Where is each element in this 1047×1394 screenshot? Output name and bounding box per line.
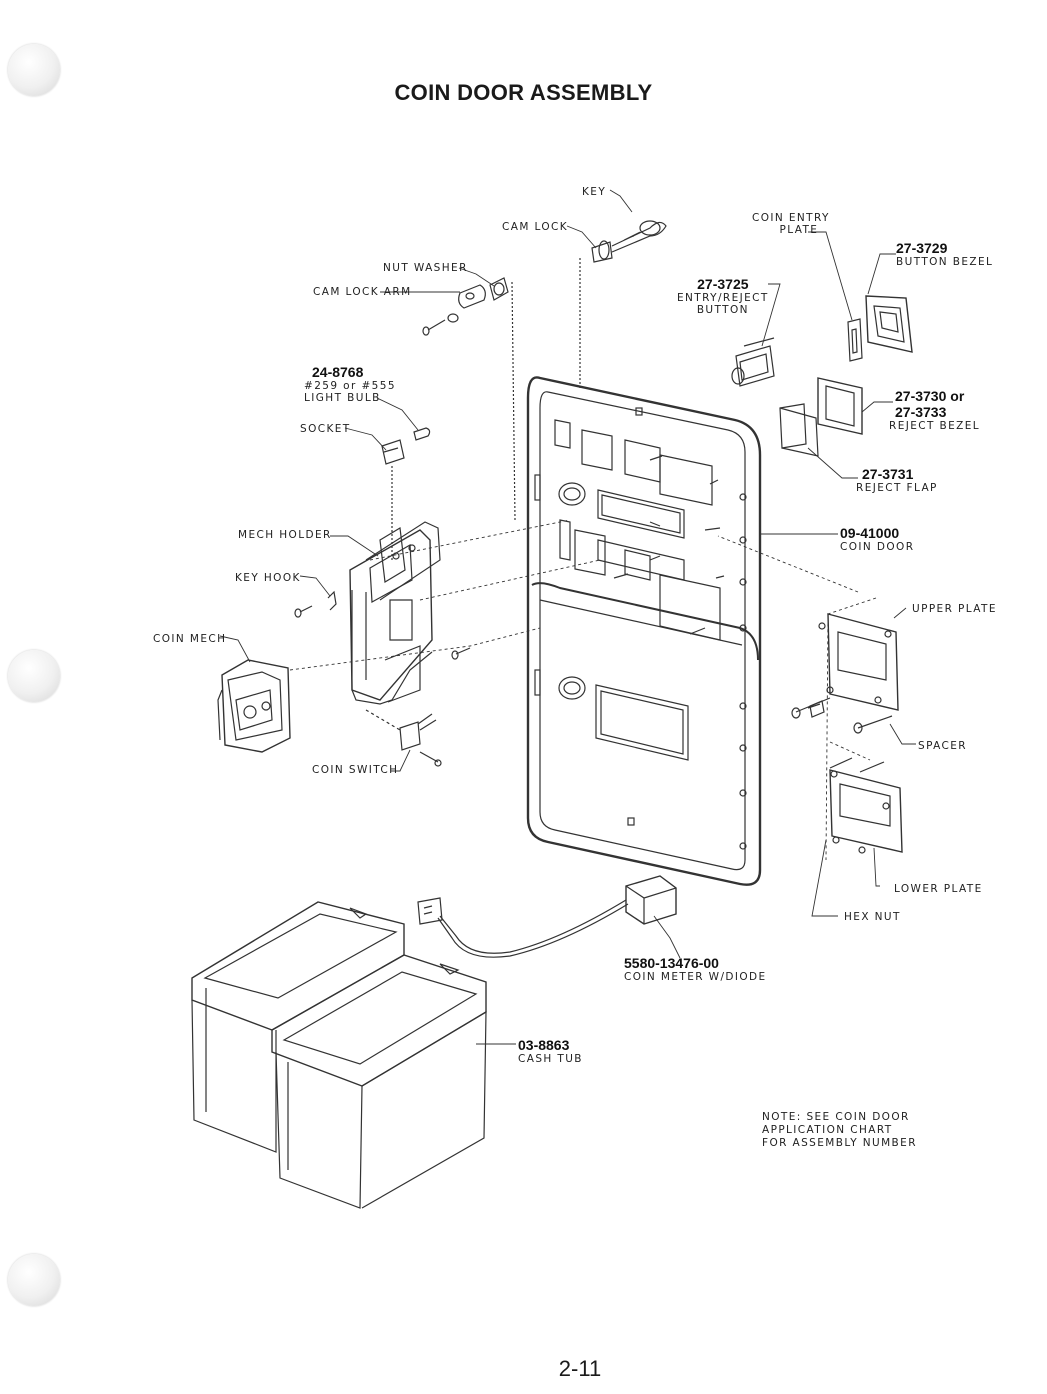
part-desc-coin-door: COIN DOOR <box>840 541 915 553</box>
upper-plate <box>791 613 899 734</box>
label-coin-entry-plate-line1: COIN ENTRY <box>752 212 830 224</box>
page-title: COIN DOOR ASSEMBLY <box>394 80 653 105</box>
mech-holder <box>349 521 441 705</box>
part-number-5580-13476-00: 5580-13476-00 <box>624 955 719 971</box>
page-number: 2-11 <box>558 1356 602 1381</box>
cam-lock-assembly <box>579 220 667 388</box>
part-desc-light-bulb: LIGHT BULB <box>304 392 381 404</box>
key-hook-parts <box>294 590 471 660</box>
callout-27-3729: 27-3729 BUTTON BEZEL <box>896 240 993 268</box>
reject-bezel-and-flap <box>779 377 863 457</box>
assembly-note: NOTE: SEE COIN DOOR APPLICATION CHART FO… <box>762 1111 917 1150</box>
part-desc-coin-meter: COIN METER W/DIODE <box>624 971 767 983</box>
part-number-24-8768: 24-8768 <box>312 364 364 380</box>
label-hex-nut: HEX NUT <box>844 911 901 923</box>
label-coin-switch: COIN SWITCH <box>312 764 399 776</box>
part-number-27-3729: 27-3729 <box>896 240 948 256</box>
label-cam-lock-arm: CAM LOCK ARM <box>313 286 412 298</box>
part-number-27-3730: 27-3730 or <box>895 388 965 404</box>
label-coin-entry-plate-line2: PLATE <box>779 224 819 236</box>
part-desc-reject-bezel: REJECT BEZEL <box>889 420 981 432</box>
label-spacer: SPACER <box>918 740 967 752</box>
part-desc-bulb-type: #259 or #555 <box>304 380 396 392</box>
callout-27-3731: 27-3731 REJECT FLAP <box>856 466 938 494</box>
part-desc-cash-tub: CASH TUB <box>518 1053 583 1065</box>
part-number-03-8863: 03-8863 <box>518 1037 570 1053</box>
part-number-27-3725: 27-3725 <box>697 276 749 292</box>
binder-hole-top <box>8 44 60 96</box>
label-nut-washer: NUT WASHER <box>383 262 468 274</box>
entry-reject-button-part <box>731 337 775 387</box>
label-coin-mech: COIN MECH <box>153 633 227 645</box>
callout-09-41000: 09-41000 COIN DOOR <box>840 525 914 553</box>
label-coin-entry-plate: COIN ENTRY PLATE <box>752 212 830 236</box>
label-mech-holder: MECH HOLDER <box>238 529 332 541</box>
note-line2: APPLICATION CHART <box>762 1124 893 1136</box>
coin-mech <box>217 659 291 753</box>
note-line1: NOTE: SEE COIN DOOR <box>762 1111 910 1123</box>
part-number-09-41000: 09-41000 <box>840 525 900 541</box>
part-number-27-3731: 27-3731 <box>862 466 914 482</box>
note-line3: FOR ASSEMBLY NUMBER <box>762 1137 917 1149</box>
label-key: KEY <box>582 186 607 198</box>
callout-5580-13476-00: 5580-13476-00 COIN METER W/DIODE <box>624 955 767 983</box>
part-number-27-3733: 27-3733 <box>895 404 947 420</box>
coin-meter <box>417 875 677 958</box>
cash-tubs <box>191 901 487 1209</box>
label-socket: SOCKET <box>300 423 351 435</box>
callout-27-3725: 27-3725 ENTRY/REJECT BUTTON <box>677 276 769 316</box>
coin-switch <box>365 709 442 767</box>
binder-hole-middle <box>8 650 60 702</box>
leader-lines <box>219 189 916 1045</box>
callout-27-3730: 27-3730 or 27-3733 REJECT BEZEL <box>889 388 980 432</box>
label-lower-plate: LOWER PLATE <box>894 883 983 895</box>
part-desc-button: BUTTON <box>696 304 749 316</box>
label-key-hook: KEY HOOK <box>235 572 301 584</box>
label-cam-lock: CAM LOCK <box>502 221 569 233</box>
part-desc-entry-reject: ENTRY/REJECT <box>677 292 769 304</box>
coin-entry-plate-and-bezel <box>847 295 913 362</box>
label-upper-plate: UPPER PLATE <box>912 603 997 615</box>
lower-plate <box>829 757 903 854</box>
cam-lock-arm-parts <box>422 277 516 521</box>
part-desc-reject-flap: REJECT FLAP <box>856 482 938 494</box>
light-socket-parts <box>381 427 431 560</box>
binder-hole-bottom <box>8 1254 60 1306</box>
coin-door-frame <box>526 376 762 886</box>
callout-03-8863: 03-8863 CASH TUB <box>518 1037 583 1065</box>
callout-24-8768: 24-8768 #259 or #555 LIGHT BULB <box>304 364 396 404</box>
part-desc-button-bezel: BUTTON BEZEL <box>896 256 994 268</box>
